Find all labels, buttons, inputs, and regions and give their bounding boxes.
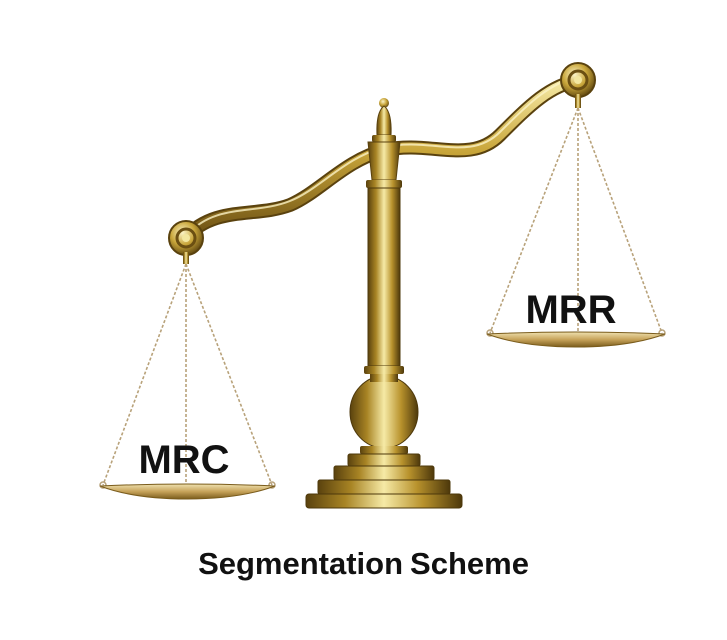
left-beam-scroll	[168, 220, 204, 264]
left-pan-label: MRC	[138, 438, 229, 482]
left-pan: MRC	[99, 438, 276, 500]
caption-word-2: Scheme	[410, 546, 529, 581]
right-pan-chains	[489, 107, 663, 334]
right-beam-scroll	[560, 62, 596, 108]
caption-word-1: Segmentation	[198, 546, 404, 581]
left-pan-chains	[102, 263, 273, 486]
right-pan-label: MRR	[525, 288, 616, 332]
right-pan: MRR	[486, 288, 666, 348]
scale-column	[349, 98, 419, 454]
scale-base	[305, 453, 463, 509]
